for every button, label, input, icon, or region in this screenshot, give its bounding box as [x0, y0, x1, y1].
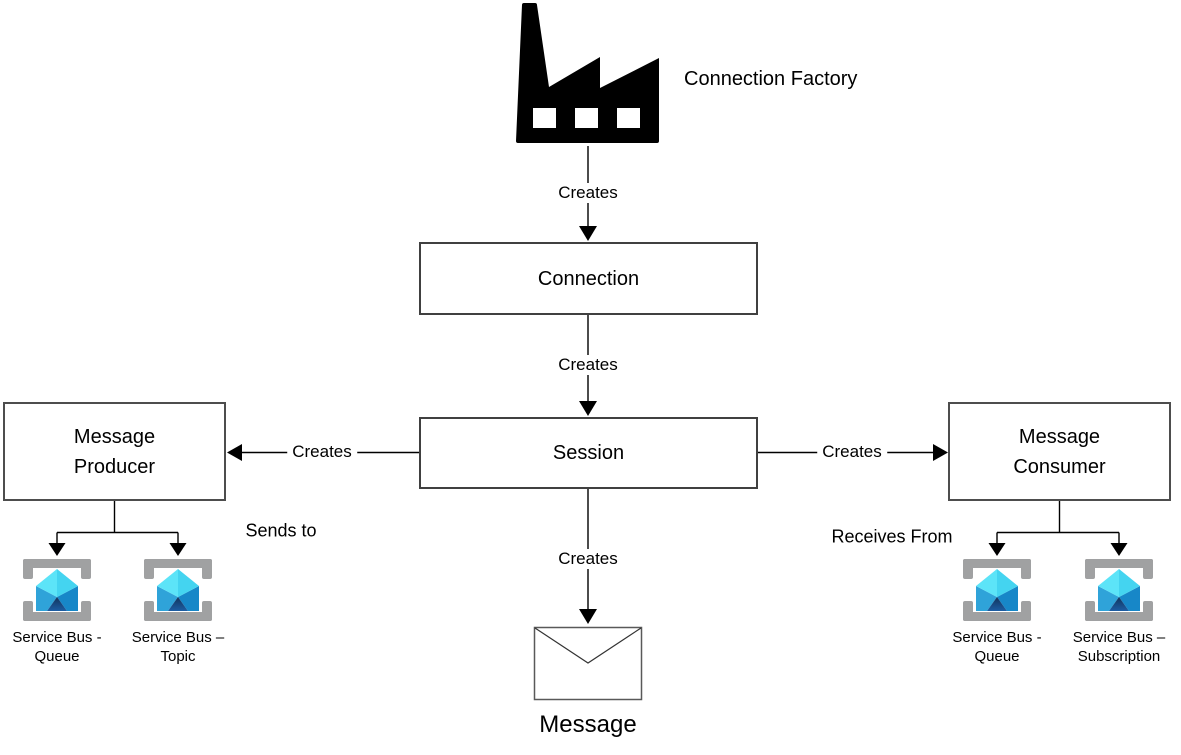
node-session: Session: [419, 417, 758, 489]
service-bus-topic-icon: [144, 559, 212, 621]
label-service-bus-queue-left: Service Bus - Queue: [12, 629, 102, 666]
label-message: Message: [539, 711, 637, 738]
service-bus-subscription-icon: [1085, 559, 1153, 621]
factory-title: Connection Factory: [684, 68, 858, 90]
node-message-consumer: Message Consumer: [948, 402, 1171, 501]
edge-label-connection-creates: Creates: [553, 355, 623, 375]
label-service-bus-subscription: Service Bus – Subscription: [1072, 629, 1166, 666]
envelope-icon: [533, 626, 643, 701]
service-bus-queue-icon: [23, 559, 91, 621]
edge-label-session-creates-message: Creates: [553, 549, 623, 569]
flow-label-sends-to: Sends to: [245, 520, 317, 541]
flow-label-receives-from: Receives From: [831, 526, 953, 547]
label-service-bus-topic: Service Bus – Topic: [131, 629, 225, 666]
label-service-bus-queue-right: Service Bus - Queue: [952, 629, 1042, 666]
edge-label-session-creates-producer: Creates: [287, 442, 357, 462]
edge-label-session-creates-consumer: Creates: [817, 442, 887, 462]
service-bus-queue-icon: [963, 559, 1031, 621]
factory-icon: [516, 3, 659, 143]
edge-label-factory-creates: Creates: [553, 183, 623, 203]
node-connection: Connection: [419, 242, 758, 315]
node-message-producer: Message Producer: [3, 402, 226, 501]
